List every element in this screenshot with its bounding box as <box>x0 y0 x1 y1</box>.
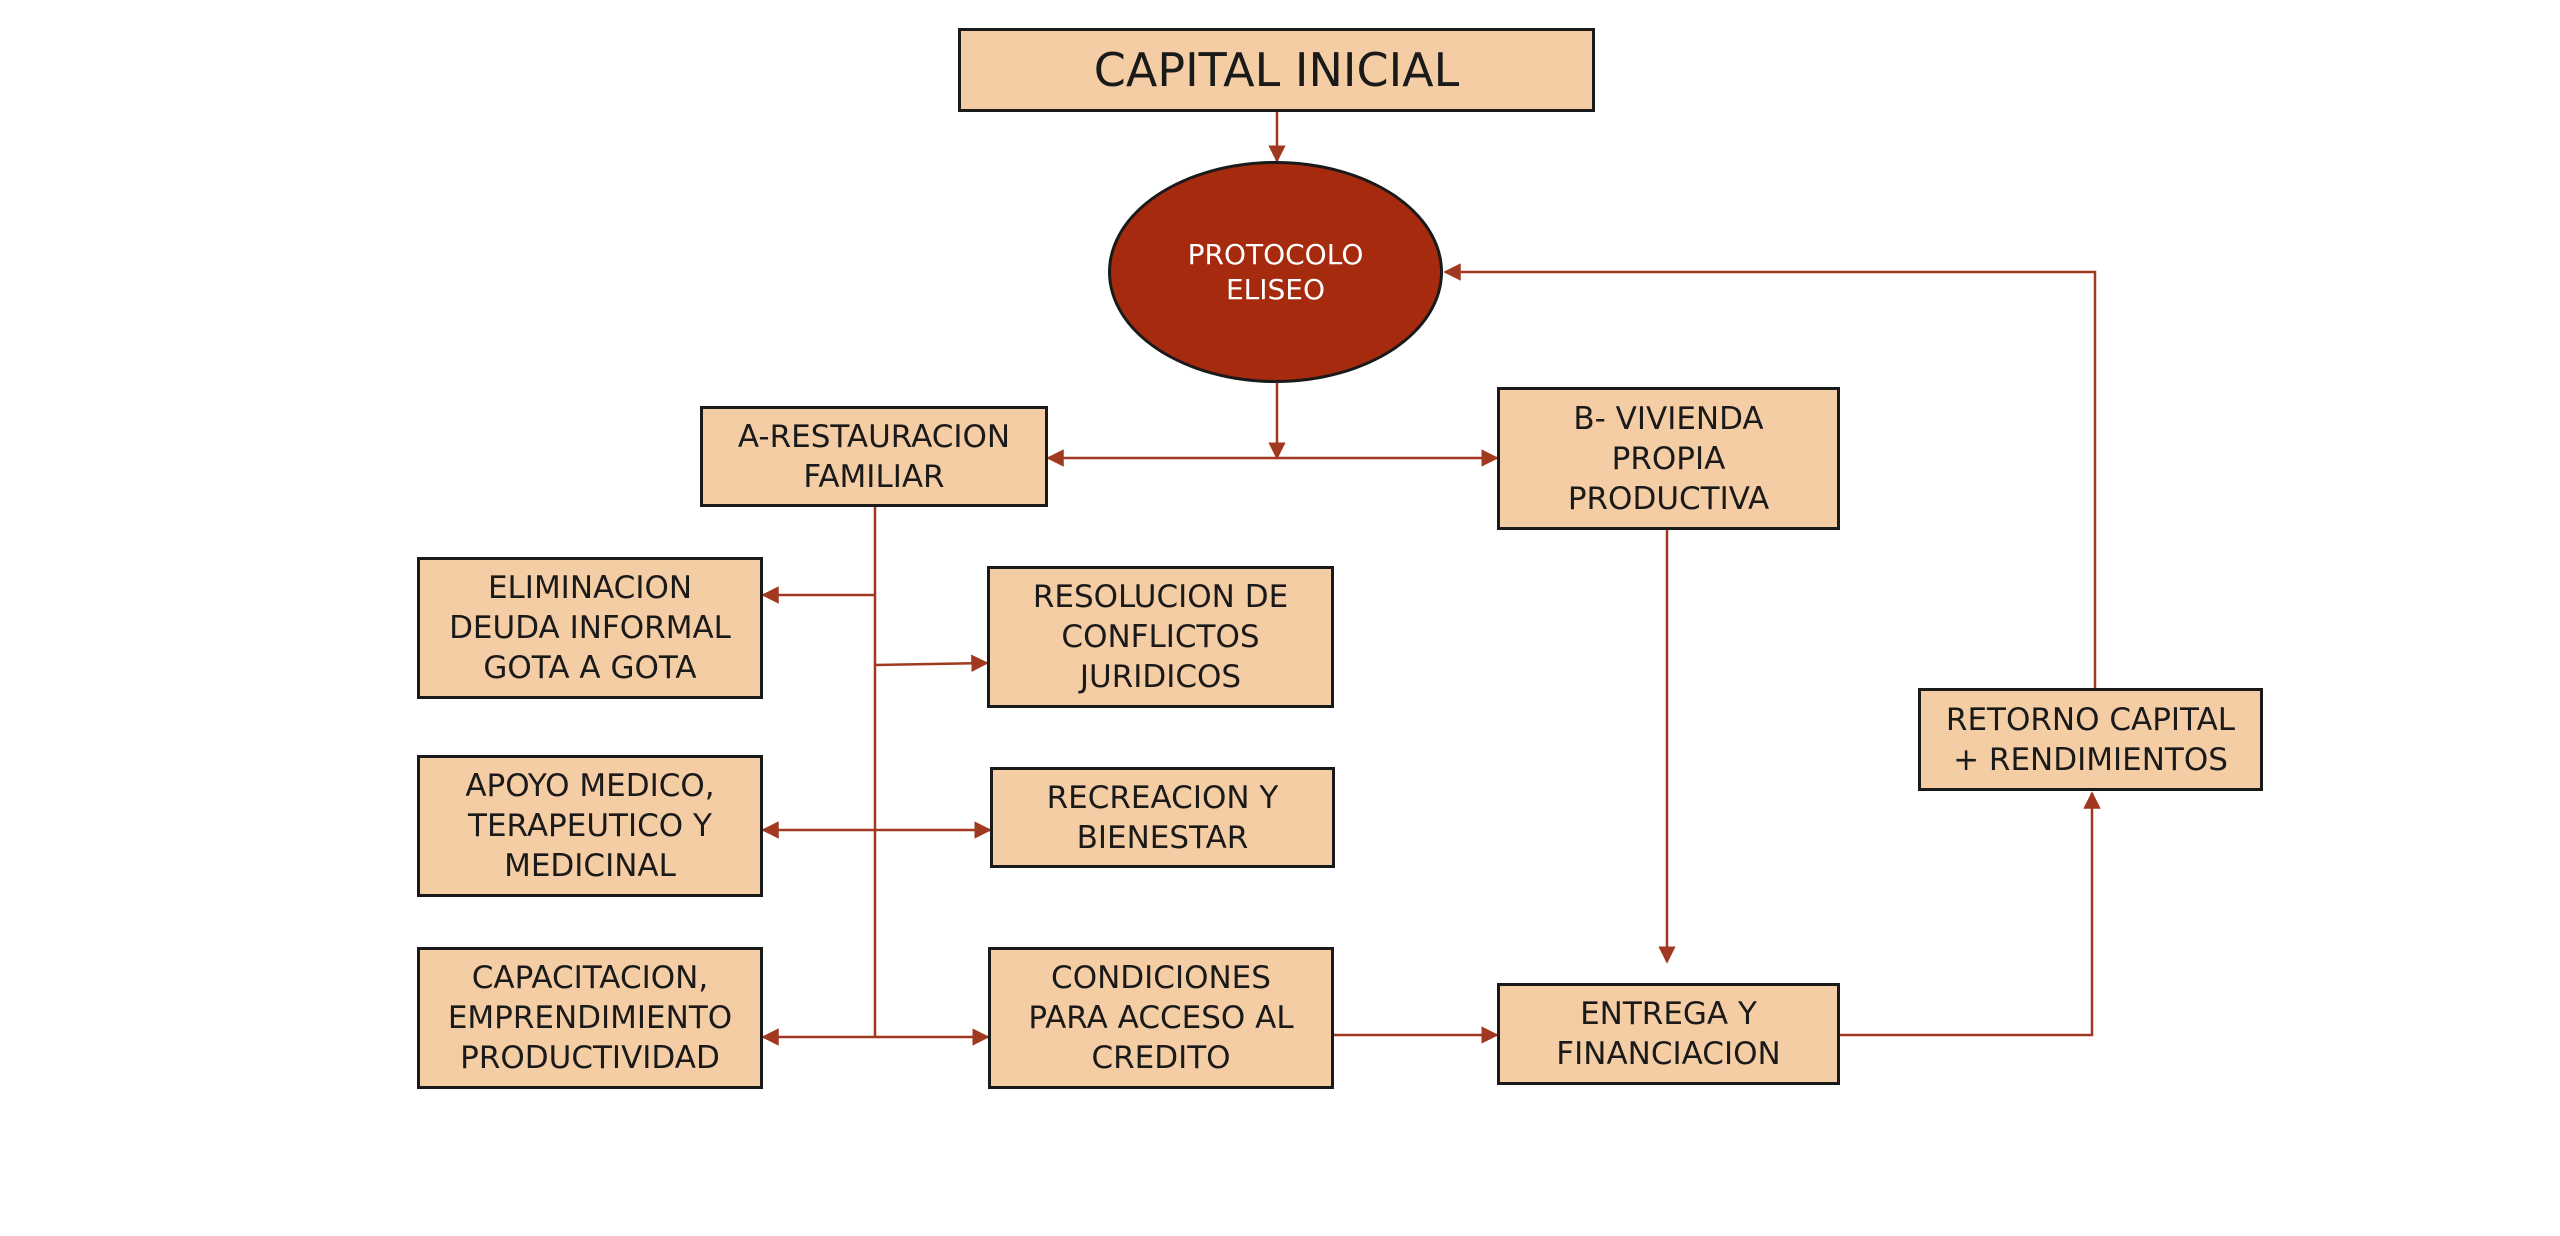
node-capital-inicial: CAPITAL INICIAL <box>958 28 1595 112</box>
node-resolucion-conflictos: RESOLUCION DE CONFLICTOS JURIDICOS <box>987 566 1334 708</box>
node-apoyo-medico: APOYO MEDICO, TERAPEUTICO Y MEDICINAL <box>417 755 763 897</box>
node-condiciones-credito-label: CONDICIONES PARA ACCESO AL CREDITO <box>1028 960 1294 1076</box>
node-entrega-financiacion: ENTREGA Y FINANCIACION <box>1497 983 1840 1085</box>
node-vivienda-propia-label: B- VIVIENDA PROPIA PRODUCTIVA <box>1567 400 1770 517</box>
node-capacitacion-label: CAPACITACION, EMPRENDIMIENTO PRODUCTIVID… <box>447 960 733 1076</box>
node-restauracion-familiar-label: A-RESTAURACION FAMILIAR <box>737 418 1011 495</box>
node-restauracion-familiar: A-RESTAURACION FAMILIAR <box>700 406 1048 507</box>
node-protocolo-eliseo: PROTOCOLO ELISEO <box>1108 161 1443 383</box>
node-apoyo-medico-label: APOYO MEDICO, TERAPEUTICO Y MEDICINAL <box>465 768 715 884</box>
edge-to-resolucion <box>874 654 989 673</box>
edge-entrega-to-retorno <box>1840 791 2101 1037</box>
node-retorno-capital-label: RETORNO CAPITAL + RENDIMIENTOS <box>1945 701 2236 778</box>
edge-retorno-to-protocolo <box>1443 263 2097 688</box>
node-protocolo-eliseo-label: PROTOCOLO ELISEO <box>1187 238 1364 306</box>
node-entrega-financiacion-label: ENTREGA Y FINANCIACION <box>1556 996 1781 1072</box>
node-eliminacion-deuda-label: ELIMINACION DEUDA INFORMAL GOTA A GOTA <box>449 570 731 686</box>
node-eliminacion-deuda: ELIMINACION DEUDA INFORMAL GOTA A GOTA <box>417 557 763 699</box>
node-capacitacion: CAPACITACION, EMPRENDIMIENTO PRODUCTIVID… <box>417 947 763 1089</box>
node-condiciones-credito: CONDICIONES PARA ACCESO AL CREDITO <box>988 947 1334 1089</box>
node-vivienda-propia: B- VIVIENDA PROPIA PRODUCTIVA <box>1497 387 1840 530</box>
node-recreacion-bienestar-label: RECREACION Y BIENESTAR <box>1046 779 1279 856</box>
node-retorno-capital: RETORNO CAPITAL + RENDIMIENTOS <box>1918 688 2263 791</box>
node-recreacion-bienestar: RECREACION Y BIENESTAR <box>990 767 1335 868</box>
node-resolucion-conflictos-label: RESOLUCION DE CONFLICTOS JURIDICOS <box>1032 579 1289 695</box>
node-capital-inicial-label: CAPITAL INICIAL <box>1093 43 1460 97</box>
